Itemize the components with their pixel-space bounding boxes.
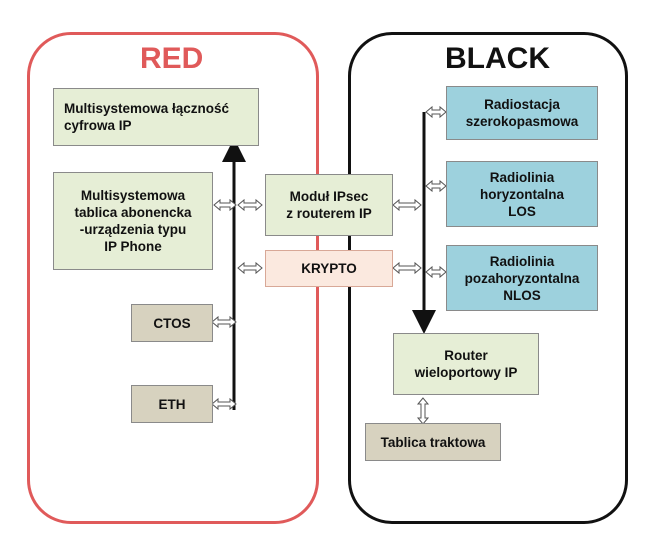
- router-box: Router wieloportowy IP: [393, 333, 539, 395]
- radiolink-nlos-box: Radiolinia pozahoryzontalna NLOS: [446, 245, 598, 311]
- broadband-radio-box: Radiostacja szerokopasmowa: [446, 86, 598, 140]
- red-region-title: RED: [140, 42, 204, 75]
- krypto-box: KRYPTO: [265, 250, 393, 287]
- radiolink-los-box: Radiolinia horyzontalna LOS: [446, 161, 598, 227]
- black-region-title: BLACK: [445, 42, 550, 75]
- eth-box: ETH: [131, 385, 213, 423]
- subscriber-board-box: Multisystemowa tablica abonencka -urządz…: [53, 172, 213, 270]
- ipsec-box: Moduł IPsec z routerem IP: [265, 174, 393, 236]
- trunk-board-box: Tablica traktowa: [365, 423, 501, 461]
- ctos-box: CTOS: [131, 304, 213, 342]
- multisystem-ip-box: Multisystemowa łączność cyfrowa IP: [53, 88, 259, 146]
